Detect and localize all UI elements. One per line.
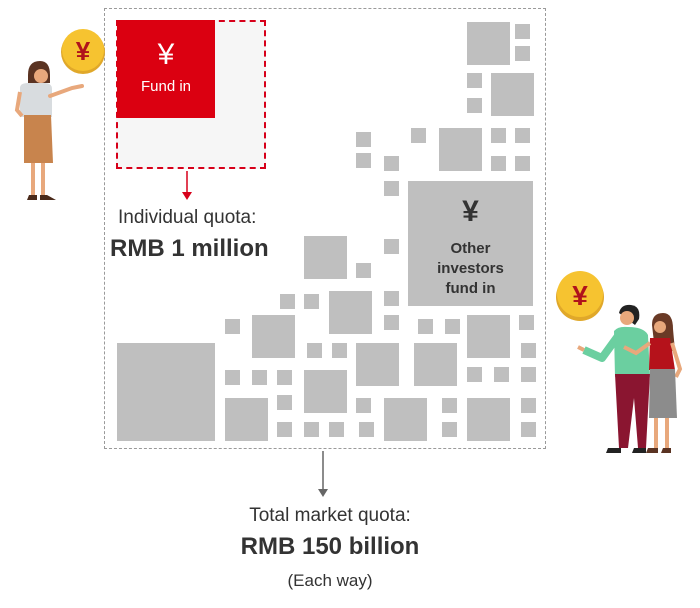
woman-investor-figure (623, 313, 683, 453)
investor-quota-block (494, 367, 509, 382)
investor-quota-block (521, 422, 536, 437)
investor-quota-block (332, 343, 347, 358)
svg-text:¥: ¥ (572, 280, 588, 311)
yen-icon: ¥ (157, 38, 175, 71)
investor-quota-block (515, 128, 530, 143)
investor-quota-block (356, 398, 371, 413)
investor-quota-block (225, 319, 240, 334)
investor-quota-block (442, 398, 457, 413)
man-investor-figure (577, 304, 650, 453)
investor-quota-block (356, 263, 371, 278)
investor-quota-block (521, 343, 536, 358)
coin-icon: ¥ (61, 29, 105, 74)
investor-quota-block (491, 128, 506, 143)
individual-quota-value: RMB 1 million (110, 235, 269, 262)
investor-quota-block (439, 128, 482, 171)
investor-quota-block (491, 73, 534, 116)
investor-quota-block (117, 343, 215, 441)
individual-fund-in-block: ¥ Fund in (117, 20, 215, 118)
total-quota-value: RMB 150 billion (240, 533, 420, 560)
investor-quota-block (252, 370, 267, 385)
investor-quota-block (384, 239, 399, 254)
investor-quota-block (329, 422, 344, 437)
other-label-line: investors (437, 260, 504, 277)
investor-quota-block (356, 132, 371, 147)
investor-quota-block (414, 343, 457, 386)
investor-quota-block (384, 156, 399, 171)
fund-in-label: Fund in (140, 78, 192, 95)
investor-quota-block (277, 370, 292, 385)
woman-investor-figure (14, 61, 84, 200)
investor-quota-block (467, 367, 482, 382)
each-way-note: (Each way) (287, 571, 373, 590)
investor-quota-block (519, 315, 534, 330)
investor-quota-block (418, 319, 433, 334)
total-market-quota-boundary (104, 8, 546, 449)
investor-quota-block (467, 98, 482, 113)
investor-quota-block (356, 153, 371, 168)
investor-quota-block (329, 291, 372, 334)
other-label-line: fund in (445, 280, 496, 297)
investor-quota-block (491, 156, 506, 171)
gray-arrow-icon (318, 451, 328, 497)
investor-quota-block (384, 398, 427, 441)
coin-icon: ¥ (556, 271, 604, 321)
other-label-line: Other (450, 240, 491, 257)
investor-quota-block (225, 370, 240, 385)
investor-quota-block (304, 236, 347, 279)
investor-quota-block (304, 422, 319, 437)
investor-quota-block (384, 181, 399, 196)
individual-quota-label: Individual quota: (118, 207, 257, 228)
investor-quota-block (280, 294, 295, 309)
investor-quota-block (521, 398, 536, 413)
investor-quota-block (467, 22, 510, 65)
investor-quota-block (467, 73, 482, 88)
investor-quota-block (356, 343, 399, 386)
investor-quota-block (515, 24, 530, 39)
investor-quota-block (411, 128, 426, 143)
investor-quota-block (307, 343, 322, 358)
svg-text:¥: ¥ (76, 36, 91, 66)
investor-quota-block (521, 367, 536, 382)
investor-quota-block (467, 315, 510, 358)
investor-quota-block (277, 422, 292, 437)
investor-quota-block (359, 422, 374, 437)
investor-quota-block (304, 294, 319, 309)
investor-quota-block (384, 291, 399, 306)
investor-quota-block (467, 398, 510, 441)
investor-quota-block (384, 315, 399, 330)
investor-quota-block (515, 156, 530, 171)
investor-quota-block (304, 370, 347, 413)
red-arrow-icon (182, 171, 192, 200)
total-quota-label: Total market quota: (249, 505, 411, 526)
investor-quota-block (442, 422, 457, 437)
investor-quota-block (225, 398, 268, 441)
investor-quota-block (515, 46, 530, 61)
investor-quota-block (252, 315, 295, 358)
yen-icon: ¥ (462, 195, 479, 228)
other-investors-block: ¥ Other investors fund in (408, 181, 533, 306)
investor-quota-block (445, 319, 460, 334)
investor-quota-block (277, 395, 292, 410)
